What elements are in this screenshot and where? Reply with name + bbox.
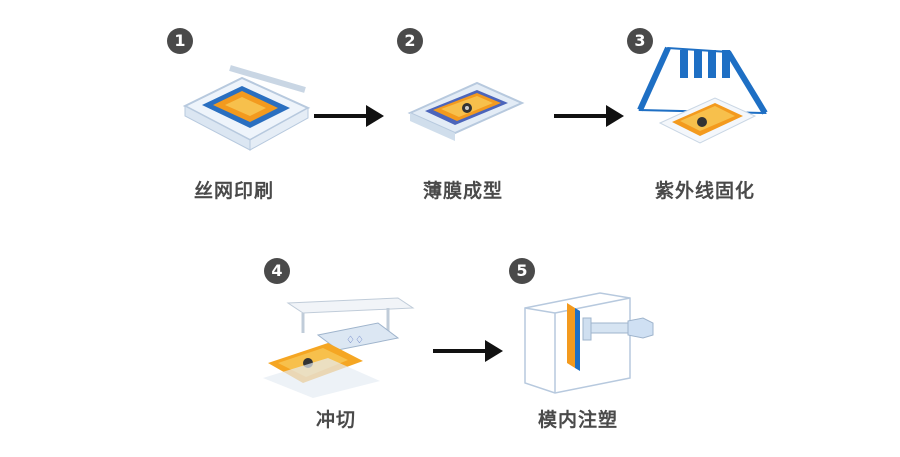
step-4-label: 冲切 — [315, 409, 356, 431]
die-cutting-illustration: ♢♢ — [263, 297, 415, 398]
arrow-right-icon — [554, 105, 624, 127]
screen-printing-illustration — [182, 65, 311, 151]
in-mold-injection-illustration — [524, 292, 654, 394]
step-2-badge: 2 — [397, 28, 423, 54]
step-4-badge: 4 — [264, 258, 290, 284]
svg-text:♢♢: ♢♢ — [346, 335, 364, 346]
step-5-label: 模内注塑 — [537, 409, 618, 431]
step-1-label: 丝网印刷 — [193, 180, 274, 202]
step-3-badge: 3 — [627, 28, 653, 54]
arrow-right-icon — [433, 340, 503, 362]
film-forming-illustration — [407, 81, 525, 141]
step-5-badge: 5 — [509, 258, 535, 284]
step-1-badge: 1 — [167, 28, 193, 54]
step-3-label: 紫外线固化 — [654, 180, 755, 202]
step-2-label: 薄膜成型 — [422, 180, 503, 202]
arrow-right-icon — [314, 105, 384, 127]
uv-curing-illustration — [637, 46, 768, 144]
